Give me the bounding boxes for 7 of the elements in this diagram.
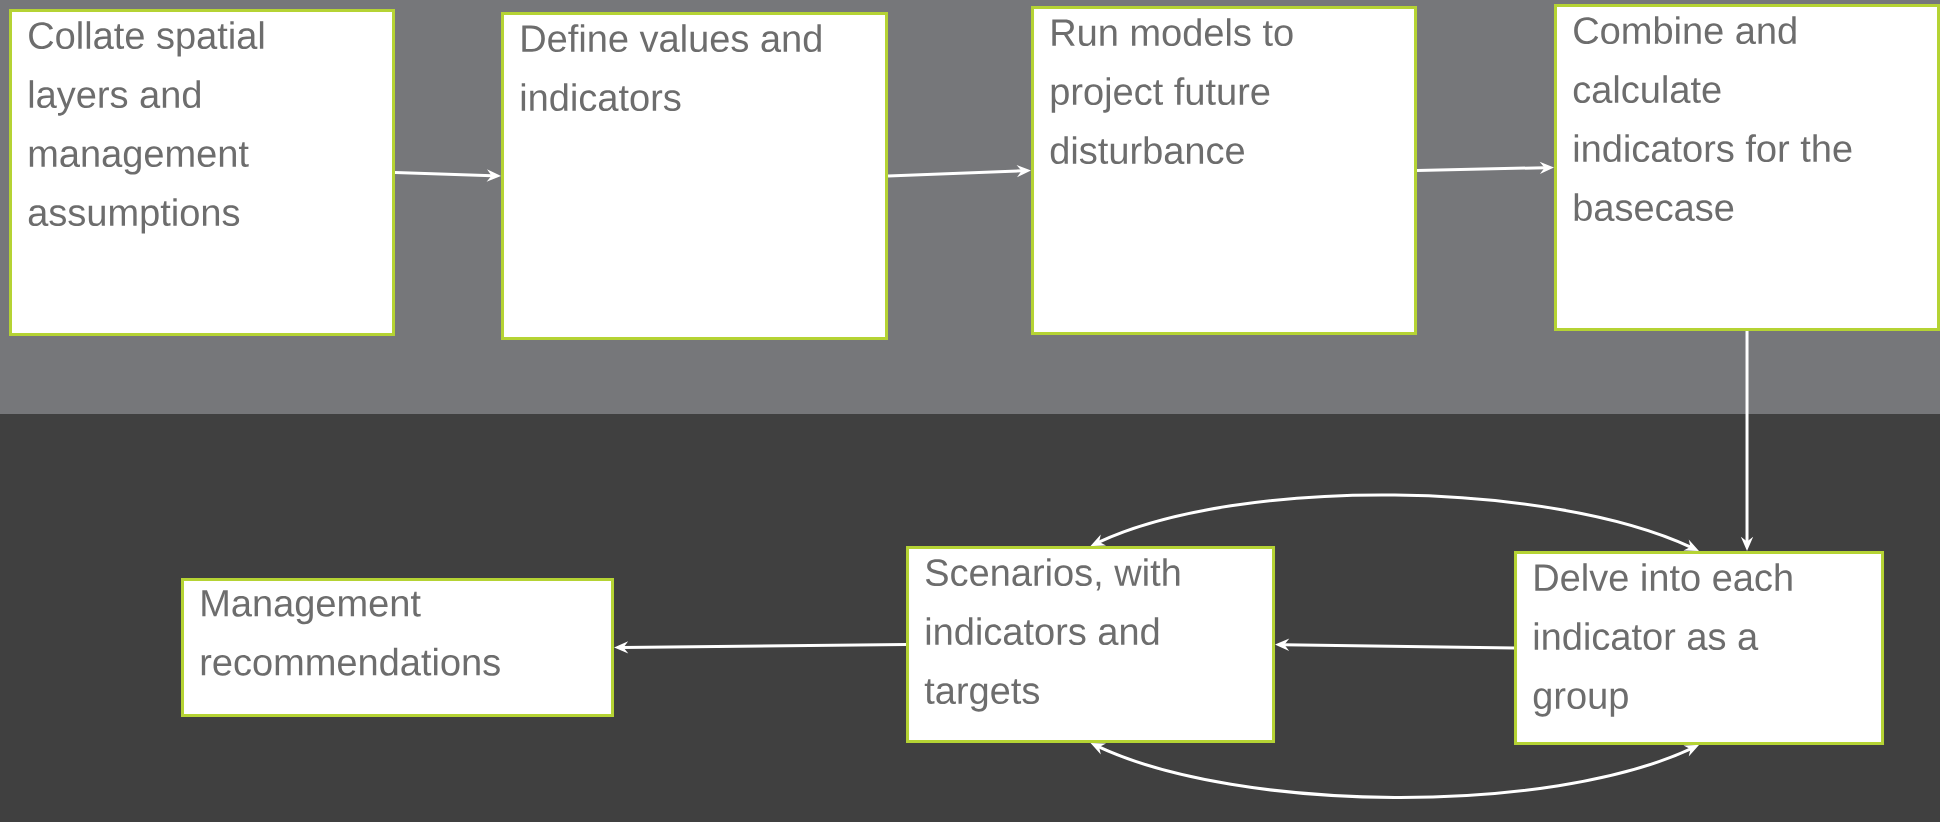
process-box: Run models to project future disturbance (1031, 6, 1417, 335)
process-box: Collate spatial layers and management assumptions (9, 9, 395, 336)
process-box: Scenarios, with indicators and targets (906, 546, 1275, 743)
process-box: Define values and indicators (501, 12, 888, 340)
process-box: Combine and calculate indicators for the basecase (1554, 4, 1940, 331)
process-box: Delve into each indicator as a group (1514, 551, 1885, 745)
process-box: Management recommendations (181, 578, 614, 717)
